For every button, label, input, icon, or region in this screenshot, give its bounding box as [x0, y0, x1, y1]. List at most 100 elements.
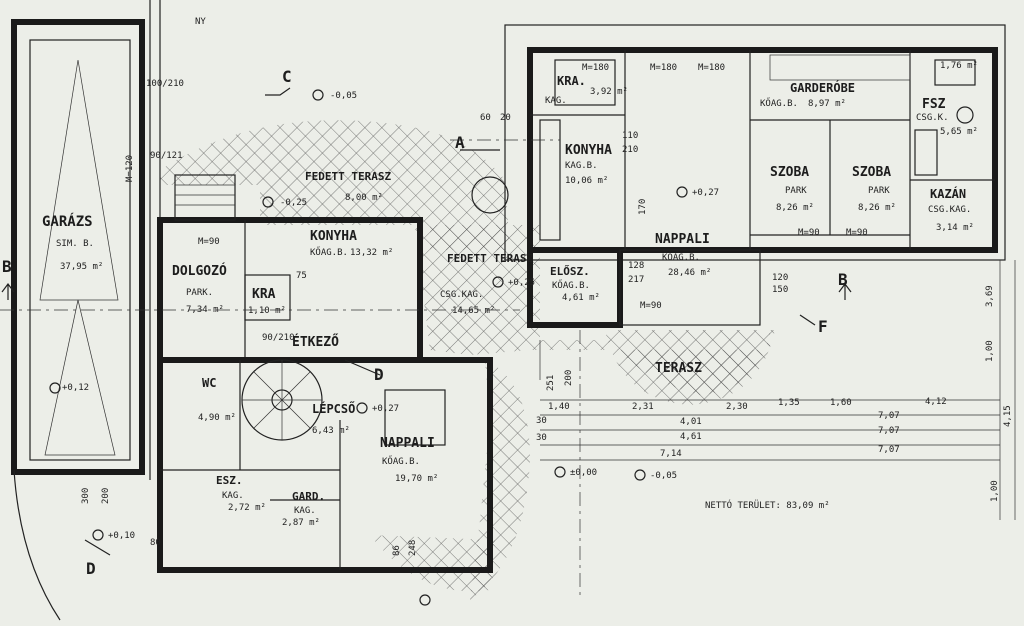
bedroom2-area: 8,26 m²: [858, 203, 896, 213]
pantry-small-area: 1,10 m²: [248, 306, 286, 316]
dim-garage-m120: M=120: [125, 155, 135, 182]
dim-231: 2,31: [632, 402, 654, 412]
boiler-floor: CSG.KAG.: [928, 205, 971, 215]
level-markers: [49, 89, 688, 606]
dim-135: 1,35: [778, 398, 800, 408]
dim-160: 1,60: [830, 398, 852, 408]
level-values: -0,05 -0,25 +0,27 +0,25 +0,12 +0,27 ±0,0…: [62, 91, 719, 541]
wardrobe-right-area: 8,97 m²: [808, 99, 846, 109]
wc-area: 4,90 m²: [198, 413, 236, 423]
hall-right-name: ELŐSZ.: [550, 264, 590, 278]
section-a: A: [455, 133, 465, 152]
bedroom1-floor: PARK: [785, 186, 807, 196]
dim-75: 75: [296, 271, 307, 281]
kitchen-right-floor: KAG.B.: [565, 161, 598, 171]
level-7: ±0,00: [570, 468, 597, 478]
dim-living-m180: M=180: [698, 63, 725, 73]
living-right-name: NAPPALI: [655, 232, 710, 247]
level-8: -0,05: [650, 471, 677, 481]
dim-kitchen-m180: M=180: [650, 63, 677, 73]
dim-100-b: 1,00: [990, 480, 1000, 502]
wc-name: WC: [202, 376, 216, 390]
covered-terrace-mid-floor: CSG.KAG.: [440, 290, 483, 300]
office-name: DOLGOZÓ: [172, 263, 227, 279]
section-d-bottom: D: [86, 559, 96, 578]
dim-707-b: 7,07: [878, 426, 900, 436]
covered-terrace-mid-area: 14,65 m²: [452, 306, 495, 316]
level-1: -0,05: [330, 91, 357, 101]
dim-415: 4,15: [1003, 405, 1013, 427]
living-left-area: 19,70 m²: [395, 474, 438, 484]
living-left-name: NAPPALI: [380, 436, 435, 451]
room-labels: GARÁZS SIM. B. 37,95 m² DOLGOZÓ PARK. 7,…: [42, 61, 978, 528]
right-house-walls: [504, 24, 1006, 328]
level-6: +0,27: [372, 404, 399, 414]
net-area-label: NETTÓ TERÜLET: 83,09 m²: [705, 499, 830, 511]
dim-living-m90: M=90: [640, 301, 662, 311]
dim-251: 251: [546, 375, 556, 391]
covered-terrace-top-name: FEDETT TERASZ: [305, 170, 391, 183]
boiler-area: 3,14 m²: [936, 223, 974, 233]
dim-128: 128: [628, 261, 644, 271]
bedroom1-name: SZOBA: [770, 165, 809, 180]
dining-name: ÉTKEZŐ: [292, 334, 339, 350]
dim-200: 200: [101, 488, 111, 504]
dim-170: 170: [638, 199, 648, 215]
dim-369: 3,69: [985, 285, 995, 307]
bathroom-floor: CSG.K.: [916, 113, 949, 123]
dim-248: 248: [408, 540, 418, 556]
dim-200-b: 200: [564, 370, 574, 386]
section-b-right: B: [838, 270, 848, 289]
dim-210: 210: [622, 145, 638, 155]
dim-401: 4,01: [680, 417, 702, 427]
dim-30-b: 30: [536, 433, 547, 443]
dimension-lines: [0, 139, 1016, 600]
section-f: F: [818, 317, 828, 336]
kitchen-left-floor: KŐAG.B.: [310, 247, 348, 258]
level-5: +0,12: [62, 383, 89, 393]
dim-bedroom2-m90: M=90: [846, 228, 868, 238]
pantry-right-name: KRA.: [557, 74, 586, 88]
dim-90-121: 90/121: [150, 151, 183, 161]
garage-name: GARÁZS: [42, 213, 93, 230]
level-2: -0,25: [280, 198, 307, 208]
bedroom1-area: 8,26 m²: [776, 203, 814, 213]
section-markers: [1, 87, 852, 556]
kitchen-left-area: 13,32 m²: [350, 248, 393, 258]
hall-left-area: 2,72 m²: [228, 503, 266, 513]
wardrobe-right-floor: KŐAG.B.: [760, 98, 798, 109]
dim-300: 300: [81, 488, 91, 504]
living-right-area: 28,46 m²: [668, 268, 711, 278]
dim-100-210: 100/210: [146, 79, 184, 89]
dim-110: 110: [622, 131, 638, 141]
dim-230: 2,30: [726, 402, 748, 412]
dim-30-a: 30: [536, 416, 547, 426]
covered-terrace-mid-name-1: FEDETT TERASZ: [447, 252, 533, 265]
covered-terrace-top-area: 8,00 m²: [345, 193, 383, 203]
bedroom2-floor: PARK: [868, 186, 890, 196]
stairs-name: LÉPCSŐ: [312, 401, 355, 416]
hall-left-floor: KAG.: [222, 491, 244, 501]
dim-217: 217: [628, 275, 644, 285]
section-b-left: B: [2, 257, 12, 276]
living-right-floor: KŐAG.B.: [662, 252, 700, 263]
pantry-right-area: 3,92 m²: [590, 87, 628, 97]
dim-707-c: 7,07: [878, 445, 900, 455]
garage-area: 37,95 m²: [60, 262, 103, 272]
wardrobe-right-name: GARDERÓBE: [790, 80, 855, 95]
toilet-right-area: 1,76 m²: [940, 61, 978, 71]
hall-right-area: 4,61 m²: [562, 293, 600, 303]
stairs-area: 6,43 m²: [312, 426, 350, 436]
dim-100: 1,00: [985, 340, 995, 362]
wardrobe-left-name: GARD.: [292, 490, 325, 503]
dim-707-a: 7,07: [878, 411, 900, 421]
north-mark: NY: [195, 17, 206, 27]
bathroom-name: FSZ: [922, 97, 946, 112]
hall-left-name: ESZ.: [216, 474, 243, 487]
bathroom-area: 5,65 m²: [940, 127, 978, 137]
wardrobe-left-area: 2,87 m²: [282, 518, 320, 528]
dim-office-m90: M=90: [198, 237, 220, 247]
dim-86: 86: [392, 545, 402, 556]
kitchen-right-area: 10,06 m²: [565, 176, 608, 186]
pantry-small-name: KRA: [252, 287, 276, 302]
